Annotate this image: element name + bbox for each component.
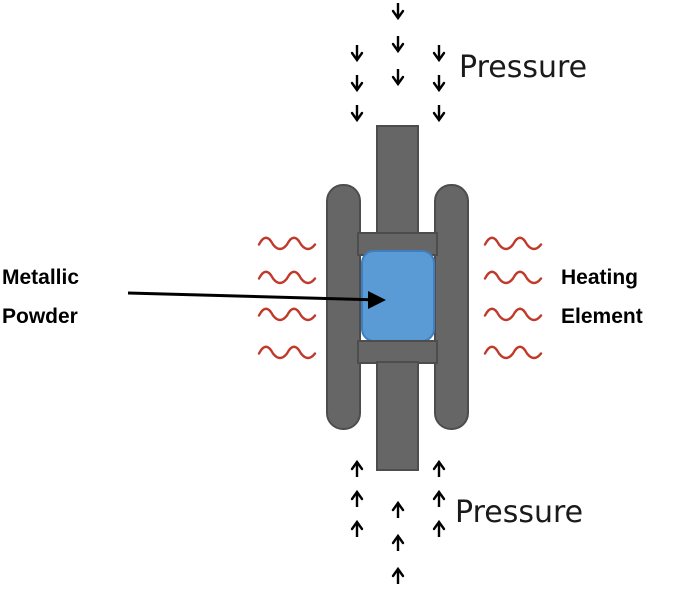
lower-punch-rod bbox=[376, 361, 419, 471]
right-die-wall bbox=[434, 184, 469, 430]
pressure-down-arrow bbox=[391, 3, 405, 21]
pressure-down-arrow bbox=[432, 105, 446, 123]
powder-label: Powder bbox=[2, 305, 78, 328]
left-heat-waves bbox=[257, 236, 317, 360]
heat-wave bbox=[257, 270, 317, 285]
die-assembly bbox=[326, 125, 469, 471]
heat-wave bbox=[483, 307, 543, 322]
pressure-up-arrow bbox=[391, 500, 405, 518]
heat-wave bbox=[257, 236, 317, 251]
bottom-pressure-arrows bbox=[350, 459, 446, 584]
pressure-top-label: Pressure bbox=[459, 50, 588, 85]
heat-wave bbox=[483, 236, 543, 251]
heat-wave bbox=[483, 270, 543, 285]
heat-wave bbox=[483, 345, 543, 360]
pressure-down-arrow bbox=[350, 75, 364, 93]
lower-punch-plate bbox=[357, 340, 438, 364]
upper-punch-rod bbox=[376, 125, 419, 235]
pressure-down-arrow bbox=[432, 45, 446, 63]
pressure-up-arrow bbox=[432, 459, 446, 477]
pressure-up-arrow bbox=[432, 519, 446, 537]
heating-label: Heating bbox=[561, 266, 639, 289]
powder-pointer-arrowhead bbox=[368, 291, 386, 309]
element-label: Element bbox=[561, 305, 643, 328]
pressure-up-arrow bbox=[391, 566, 405, 584]
pressure-up-arrow bbox=[350, 459, 364, 477]
heat-wave bbox=[257, 345, 317, 360]
pressure-bottom-label: Pressure bbox=[455, 495, 584, 530]
pressure-down-arrow bbox=[391, 36, 405, 54]
pressure-up-arrow bbox=[350, 519, 364, 537]
powder-pointer-arrow bbox=[127, 291, 381, 302]
pressure-down-arrow bbox=[350, 105, 364, 123]
pressure-down-arrow bbox=[350, 45, 364, 63]
pressure-up-arrow bbox=[391, 533, 405, 551]
top-pressure-arrows bbox=[350, 3, 446, 123]
pressure-up-arrow bbox=[432, 489, 446, 507]
left-die-wall bbox=[326, 184, 361, 430]
pressure-down-arrow bbox=[432, 75, 446, 93]
right-heat-waves bbox=[483, 236, 543, 360]
pressure-up-arrow bbox=[350, 489, 364, 507]
metallic-label: Metallic bbox=[2, 266, 80, 289]
pressure-down-arrow bbox=[391, 69, 405, 87]
heat-wave bbox=[257, 307, 317, 322]
